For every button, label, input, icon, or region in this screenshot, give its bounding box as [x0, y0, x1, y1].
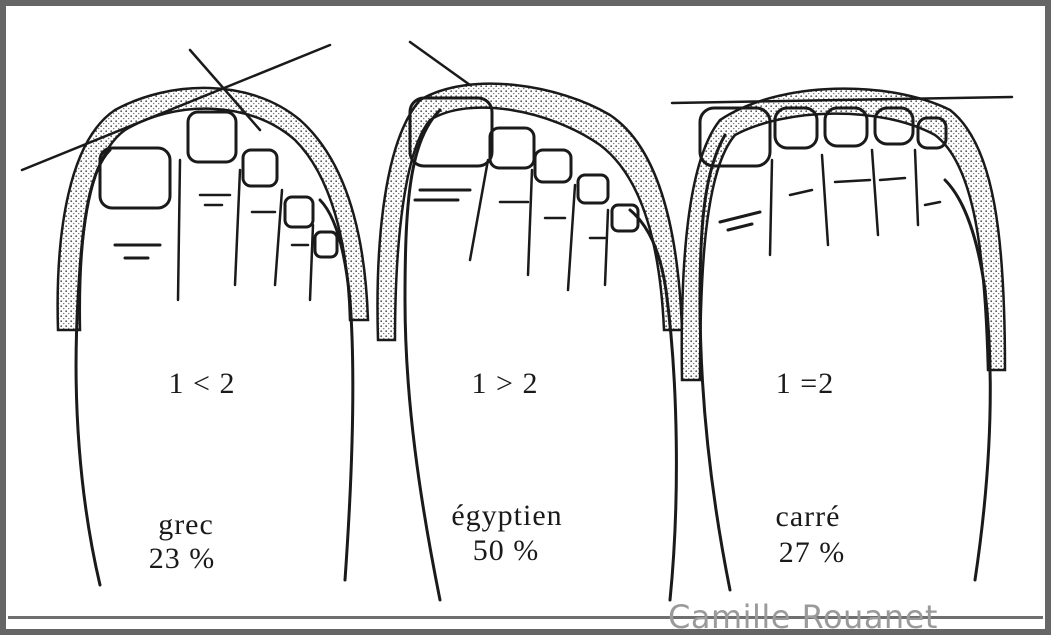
- greek-type-label: grec: [158, 508, 214, 542]
- author-credit: Camille Rouanet: [668, 598, 938, 636]
- greek-foot-drawing: [22, 45, 368, 585]
- egyptian-percent-label: 50 %: [473, 534, 540, 568]
- greek-shoe-outline: [58, 88, 368, 330]
- square-shoe-outline: [682, 89, 1005, 380]
- square-type-label: carré: [776, 500, 841, 534]
- egyptian-ratio-label: 1 > 2: [472, 367, 539, 401]
- greek-percent-label: 23 %: [149, 542, 216, 576]
- egyptian-type-label: égyptien: [451, 499, 562, 533]
- square-ratio-label: 1 =2: [776, 367, 834, 401]
- square-foot-drawing: [672, 89, 1012, 590]
- greek-ratio-label: 1 < 2: [169, 367, 236, 401]
- square-foot-outline: [700, 135, 730, 590]
- egyptian-foot-outline: [405, 110, 440, 600]
- square-percent-label: 27 %: [779, 536, 846, 570]
